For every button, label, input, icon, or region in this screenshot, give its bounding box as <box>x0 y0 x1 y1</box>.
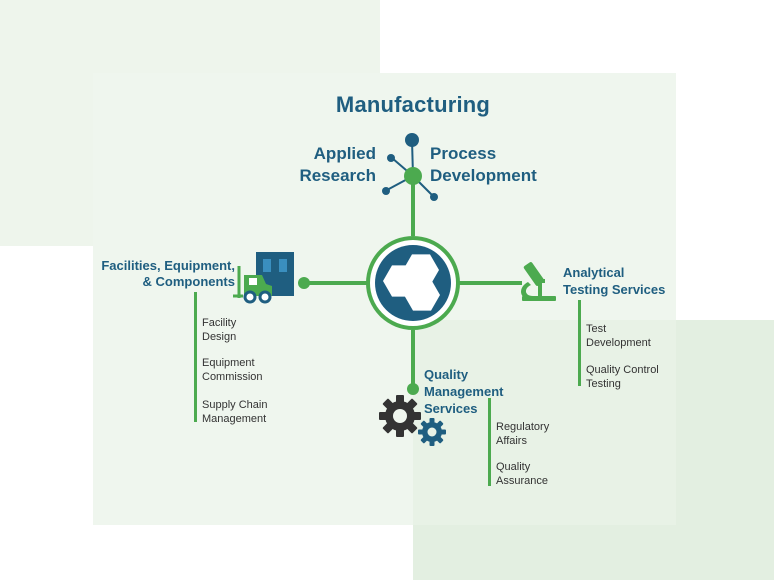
microscope-icon <box>521 262 556 301</box>
list-item-quality-control-testing: Quality Control Testing <box>586 364 659 390</box>
list-item-equipment-commission: Equipment Commission <box>202 357 263 383</box>
branch-label-process-development: Process Development <box>430 144 537 185</box>
node-dot-left <box>298 277 310 289</box>
branch-label-applied-research: Applied Research <box>299 144 376 185</box>
list-item-quality-assurance: Quality Assurance <box>496 461 548 487</box>
list-item-facility-design: Facility Design <box>202 317 237 343</box>
analytical-divider <box>578 300 581 386</box>
gears-icon <box>379 395 446 446</box>
node-dot-bottom <box>407 383 419 395</box>
branch-label-analytical: Analytical Testing Services <box>563 265 666 297</box>
hexagon-cluster-icon <box>366 236 460 330</box>
list-item-supply-chain: Supply Chain Management <box>202 399 268 425</box>
branch-label-quality: Quality Management Services <box>424 367 504 416</box>
branch-label-facilities: Facilities, Equipment, & Components <box>101 258 235 289</box>
list-item-test-development: Test Development <box>586 323 651 349</box>
facilities-divider <box>194 292 197 422</box>
molecule-icon <box>382 133 438 201</box>
background-panel-overlap <box>413 320 676 525</box>
diagram-title: Manufacturing <box>335 92 491 117</box>
forklift-warehouse-icon <box>233 252 294 304</box>
connector-lines <box>304 176 522 390</box>
list-item-regulatory-affairs: Regulatory Affairs <box>496 421 550 447</box>
quality-divider <box>488 398 491 486</box>
